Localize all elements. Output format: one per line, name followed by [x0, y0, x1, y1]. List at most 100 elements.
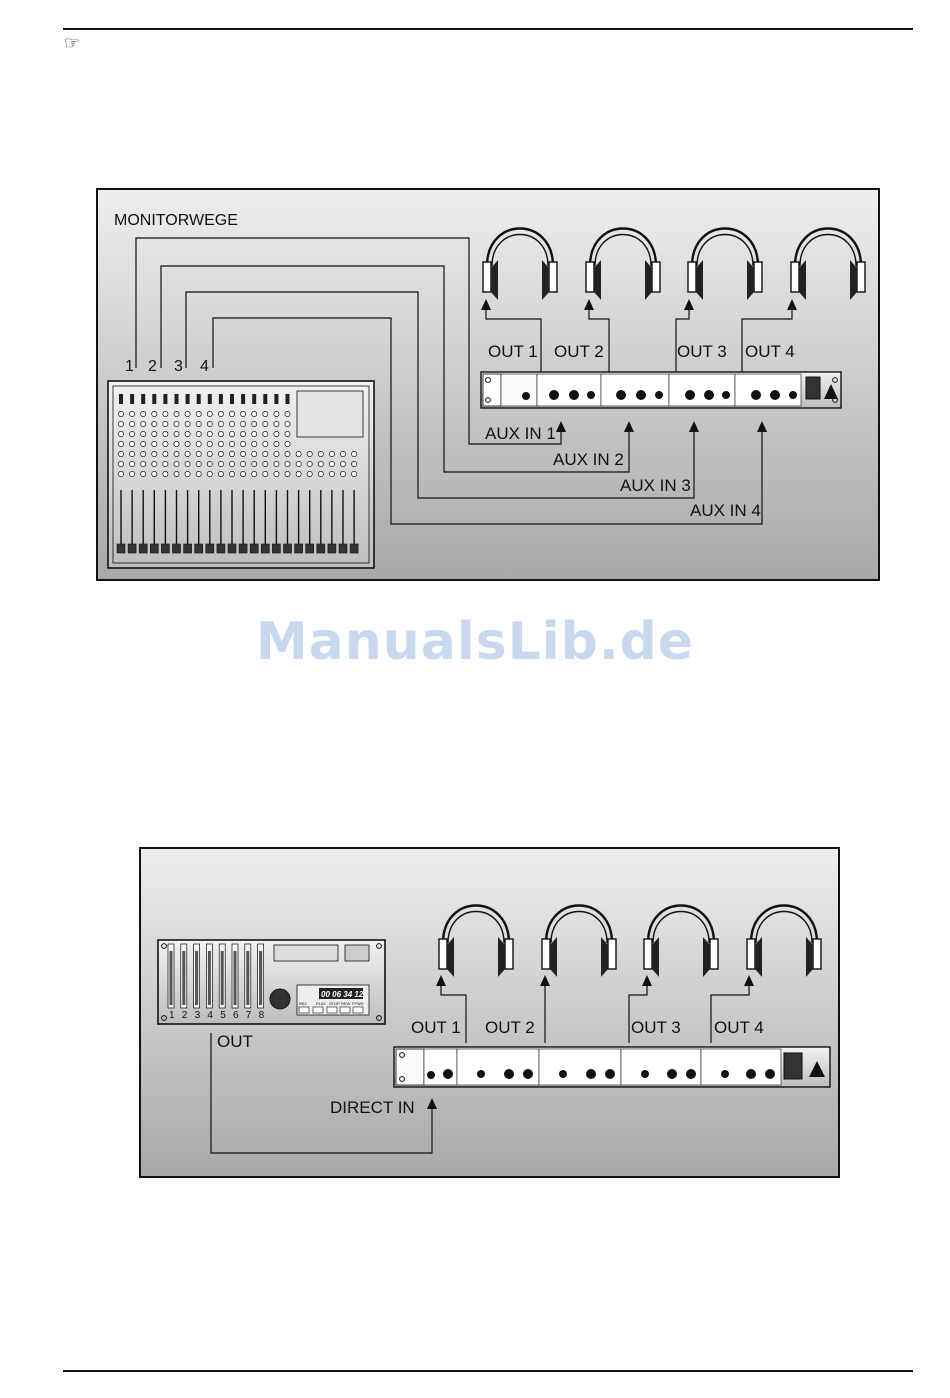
headphone-amp-rack-unit [481, 372, 841, 408]
channel-knob [152, 471, 157, 476]
recorder-meter-fill [246, 951, 249, 1005]
channel-knob [340, 451, 345, 456]
fader-cap [317, 544, 325, 553]
channel-knob [207, 441, 212, 446]
channel-knob [285, 431, 290, 436]
channel-knob [296, 471, 301, 476]
transport-label: STOP [329, 1001, 340, 1006]
aux-input-label: AUX IN 1 [485, 424, 556, 443]
channel-meter [197, 394, 201, 404]
channel-knob [285, 471, 290, 476]
channel-knob [163, 451, 168, 456]
channel-meter [230, 394, 234, 404]
channel-knob [207, 451, 212, 456]
channel-knob [285, 411, 290, 416]
channel-knob [196, 451, 201, 456]
channel-knob [252, 441, 257, 446]
channel-knob [241, 431, 246, 436]
channel-knob [285, 441, 290, 446]
pointing-hand-icon: ☞ [64, 34, 80, 52]
channel-knob [296, 451, 301, 456]
channel-knob [285, 421, 290, 426]
recorder-channel-number: 4 [207, 1010, 213, 1021]
channel-knob [152, 451, 157, 456]
output-label: OUT 4 [745, 342, 795, 361]
send-number: 2 [148, 358, 157, 375]
channel-knob [329, 451, 334, 456]
channel-meter [263, 394, 267, 404]
channel-knob [185, 421, 190, 426]
fader-cap [217, 544, 225, 553]
recorder-meter-fill [182, 951, 185, 1005]
transport-label: PLAY [316, 1001, 326, 1006]
channel-knob [307, 471, 312, 476]
fader-cap [150, 544, 158, 553]
channel-meter [219, 394, 223, 404]
fader-cap [206, 544, 214, 553]
channel-knob [141, 411, 146, 416]
channel-knob [163, 411, 168, 416]
channel-knob [152, 461, 157, 466]
channel-knob [318, 461, 323, 466]
aux-input-label: AUX IN 2 [553, 450, 624, 469]
send-number: 4 [200, 358, 209, 375]
channel-knob [196, 441, 201, 446]
output-label: OUT 4 [714, 1018, 764, 1037]
channel-knob [174, 411, 179, 416]
aux-input-label: AUX IN 3 [620, 476, 691, 495]
headphone-amp-rack-unit [394, 1047, 830, 1087]
output-label: OUT 1 [411, 1018, 461, 1037]
channel-knob [118, 421, 123, 426]
recorder-channel-number: 6 [233, 1010, 239, 1021]
channel-knob [118, 441, 123, 446]
channel-meter [241, 394, 245, 404]
channel-knob [185, 451, 190, 456]
channel-knob [229, 451, 234, 456]
channel-knob [229, 421, 234, 426]
recorder-meter-fill [170, 951, 173, 1005]
channel-knob [241, 421, 246, 426]
recorder-channel-number: 1 [169, 1010, 175, 1021]
channel-knob [274, 411, 279, 416]
fader-cap [261, 544, 269, 553]
fader-cap [272, 544, 280, 553]
channel-knob [152, 441, 157, 446]
channel-knob [218, 471, 223, 476]
recorder-channel-number: 2 [182, 1010, 188, 1021]
channel-knob [152, 421, 157, 426]
channel-knob [241, 471, 246, 476]
channel-knob [307, 451, 312, 456]
channel-knob [174, 461, 179, 466]
monitor-routing-diagram: MONITORWEGE 1 2 3 4 OUT 1 OUT 2 OUT 3 OU… [96, 188, 880, 581]
fader-cap [128, 544, 136, 553]
fader-cap [161, 544, 169, 553]
channel-knob [340, 461, 345, 466]
channel-meter [274, 394, 278, 404]
channel-knob [152, 431, 157, 436]
channel-knob [118, 411, 123, 416]
channel-knob [174, 471, 179, 476]
recorder-channel-number: 8 [259, 1010, 265, 1021]
channel-knob [118, 471, 123, 476]
channel-knob [118, 431, 123, 436]
channel-knob [118, 461, 123, 466]
channel-knob [196, 431, 201, 436]
channel-knob [174, 441, 179, 446]
channel-knob [274, 431, 279, 436]
channel-knob [130, 451, 135, 456]
channel-knob [207, 461, 212, 466]
channel-knob [163, 461, 168, 466]
channel-knob [141, 431, 146, 436]
fader-cap [328, 544, 336, 553]
channel-knob [352, 451, 357, 456]
channel-knob [130, 441, 135, 446]
channel-knob [118, 451, 123, 456]
recorder-meter-fill [195, 951, 198, 1005]
fader-cap [173, 544, 181, 553]
send-number: 3 [174, 358, 183, 375]
channel-knob [141, 451, 146, 456]
recorder-meter-fill [208, 951, 211, 1005]
output-label: OUT 1 [488, 342, 538, 361]
channel-knob [185, 441, 190, 446]
